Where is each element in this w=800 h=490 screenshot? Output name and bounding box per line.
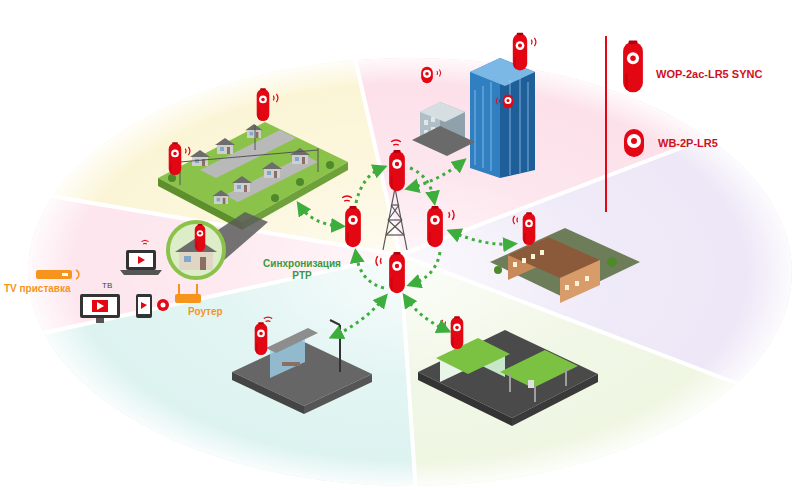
gas-station (418, 316, 598, 426)
city-buildings (412, 33, 536, 178)
bus-stop (232, 317, 372, 414)
link-arrows (300, 162, 512, 336)
device-label: ТВ (102, 281, 112, 290)
wop-device-sample (620, 38, 646, 96)
device-label: Роутер (188, 306, 223, 318)
sync-arrows (356, 168, 440, 288)
legend-divider (605, 36, 607, 212)
magnifier (168, 212, 268, 278)
base-stations (342, 140, 454, 293)
central-tower (383, 188, 407, 250)
village (158, 88, 348, 230)
device-label: TV приставка (4, 283, 71, 295)
sync-label: Синхронизация PTP (262, 258, 342, 281)
home-devices (36, 240, 201, 323)
legend-text: WB-2P-LR5 (658, 137, 718, 150)
school (490, 212, 640, 303)
legend-text: WOP-2ac-LR5 SYNC (656, 68, 762, 81)
wb-device-sample (620, 126, 648, 160)
